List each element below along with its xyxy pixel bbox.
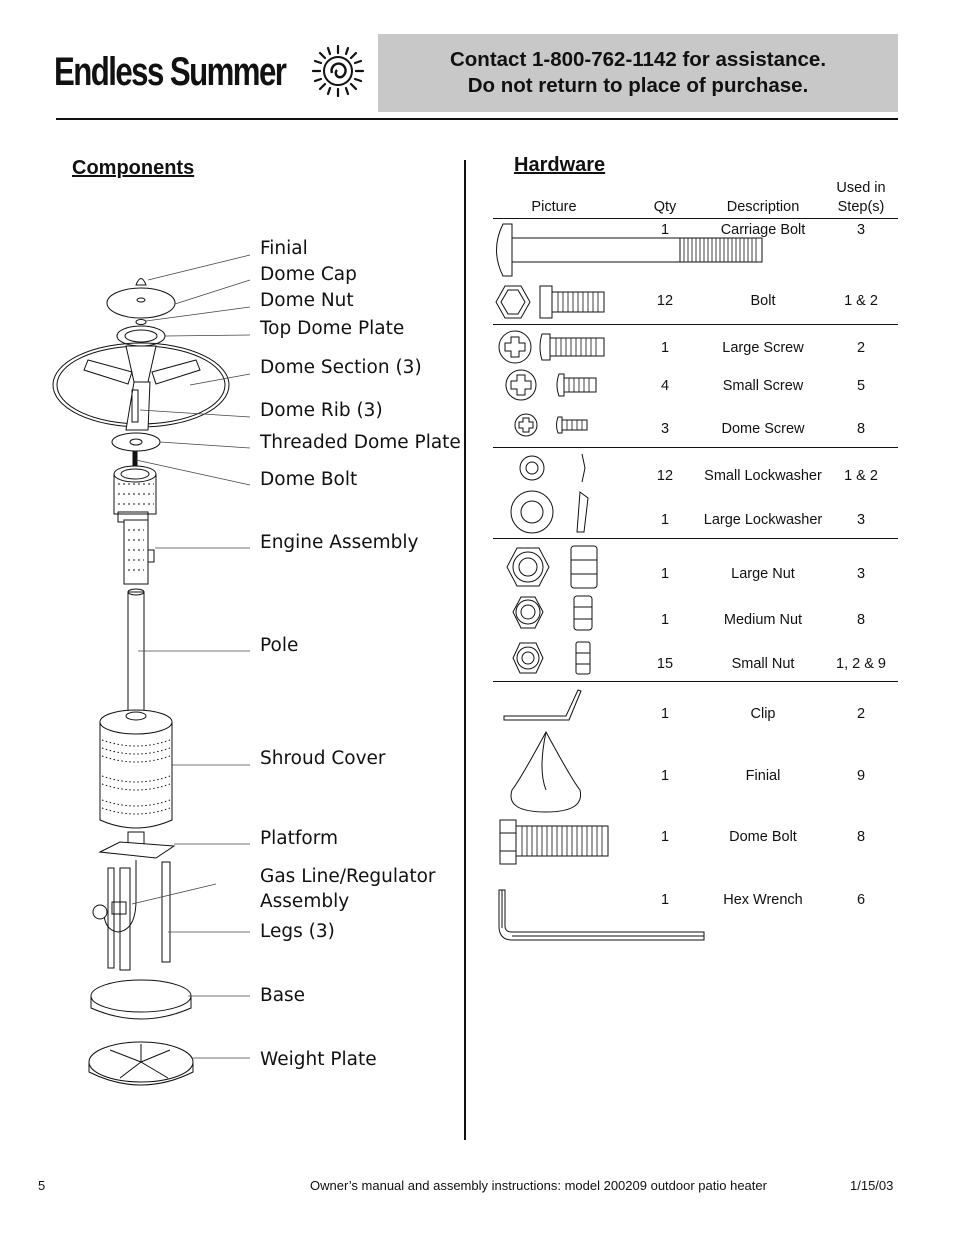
row-qty: 1 (660, 340, 670, 356)
row-steps: 9 (856, 768, 866, 784)
row-qty: 1 (660, 512, 670, 528)
row-description: Dome Screw (721, 421, 805, 437)
header-description: Description (726, 199, 800, 215)
large-screw-icon (498, 330, 605, 364)
label-finial: Finial (260, 238, 308, 259)
small-screw-icon (505, 369, 597, 401)
group-rule (493, 681, 898, 682)
heater-exploded-diagram (52, 254, 251, 1086)
row-description: Bolt (750, 293, 776, 309)
label-weight-plate: Weight Plate (260, 1049, 377, 1070)
finial-icon (510, 730, 582, 813)
row-steps: 2 (856, 706, 866, 722)
label-dome-rib: Dome Rib (3) (260, 400, 383, 421)
label-dome-cap: Dome Cap (260, 264, 357, 285)
row-qty: 12 (656, 293, 674, 309)
row-qty: 1 (660, 829, 670, 845)
bolt-icon (495, 285, 605, 319)
header-rule (56, 118, 898, 120)
header-used-line1: Used in (836, 180, 886, 196)
brand-name: Endless Summer (54, 50, 287, 94)
small-lockwasher-icon (519, 453, 586, 483)
row-description: Carriage Bolt (720, 222, 806, 238)
label-assembly: Assembly (260, 891, 350, 912)
label-platform: Platform (260, 828, 339, 849)
contact-banner: Contact 1-800-762-1142 for assistance. D… (378, 34, 898, 112)
row-description: Small Nut (731, 656, 795, 672)
label-engine-assembly: Engine Assembly (260, 532, 419, 553)
row-steps: 1 & 2 (844, 468, 878, 484)
row-steps: 8 (856, 421, 866, 437)
row-steps: 3 (856, 566, 866, 582)
row-description: Hex Wrench (723, 892, 803, 908)
footer-manual-title: Owner’s manual and assembly instructions… (310, 1178, 767, 1193)
label-dome-section: Dome Section (3) (260, 357, 422, 378)
hex-wrench-icon (498, 889, 705, 941)
label-pole: Pole (260, 635, 299, 656)
label-dome-bolt: Dome Bolt (260, 469, 358, 490)
row-qty: 15 (656, 656, 674, 672)
row-description: Small Screw (722, 378, 804, 394)
row-description: Small Lockwasher (704, 468, 822, 484)
sun-logo-icon (311, 44, 365, 98)
dome-bolt-icon (499, 819, 609, 865)
row-steps: 8 (856, 612, 866, 628)
row-qty: 1 (660, 222, 670, 238)
column-divider (464, 160, 466, 1140)
label-top-dome-plate: Top Dome Plate (260, 318, 405, 339)
contact-line-1: Contact 1-800-762-1142 for assistance. (449, 48, 827, 71)
row-qty: 3 (660, 421, 670, 437)
label-base: Base (260, 985, 306, 1006)
row-steps: 8 (856, 829, 866, 845)
clip-icon (503, 689, 582, 721)
row-steps: 6 (856, 892, 866, 908)
row-description: Large Screw (722, 340, 804, 356)
label-legs: Legs (3) (260, 921, 335, 942)
large-lockwasher-icon (510, 490, 589, 534)
row-description: Large Lockwasher (703, 512, 823, 528)
row-steps: 3 (856, 512, 866, 528)
footer-date: 1/15/03 (850, 1178, 894, 1193)
hardware-title: Hardware (514, 154, 606, 176)
row-description: Clip (750, 706, 776, 722)
row-description: Medium Nut (723, 612, 803, 628)
small-nut-icon (512, 641, 591, 675)
page-number: 5 (38, 1178, 46, 1193)
label-dome-nut: Dome Nut (260, 290, 354, 311)
components-title: Components (72, 157, 195, 179)
row-qty: 1 (660, 566, 670, 582)
contact-line-2: Do not return to place of purchase. (467, 74, 809, 97)
row-qty: 12 (656, 468, 674, 484)
row-qty: 1 (660, 768, 670, 784)
header-qty: Qty (653, 199, 677, 215)
row-steps: 1, 2 & 9 (836, 656, 886, 672)
label-shroud-cover: Shroud Cover (260, 748, 386, 769)
brand-logo: Endless Summer (54, 50, 351, 95)
row-description: Finial (745, 768, 781, 784)
row-steps: 5 (856, 378, 866, 394)
group-rule (493, 447, 898, 448)
dome-screw-icon (514, 413, 588, 437)
medium-nut-icon (512, 595, 593, 631)
row-steps: 1 & 2 (844, 293, 878, 309)
header-used-line2: Step(s) (837, 199, 885, 215)
row-description: Large Nut (731, 566, 795, 582)
header-picture: Picture (531, 199, 577, 215)
row-qty: 4 (660, 378, 670, 394)
group-rule (493, 324, 898, 325)
row-qty: 1 (660, 706, 670, 722)
row-steps: 3 (856, 222, 866, 238)
row-steps: 2 (856, 340, 866, 356)
label-threaded-dome-plate: Threaded Dome Plate (260, 432, 461, 453)
table-header-rule (493, 218, 898, 219)
header-used-in: Used in Step(s) (826, 179, 896, 217)
row-qty: 1 (660, 892, 670, 908)
label-gas-line-regulator: Gas Line/Regulator (260, 866, 436, 887)
row-qty: 1 (660, 612, 670, 628)
large-nut-icon (506, 545, 598, 589)
group-rule (493, 538, 898, 539)
carriage-bolt-icon (496, 223, 763, 277)
row-description: Dome Bolt (729, 829, 797, 845)
